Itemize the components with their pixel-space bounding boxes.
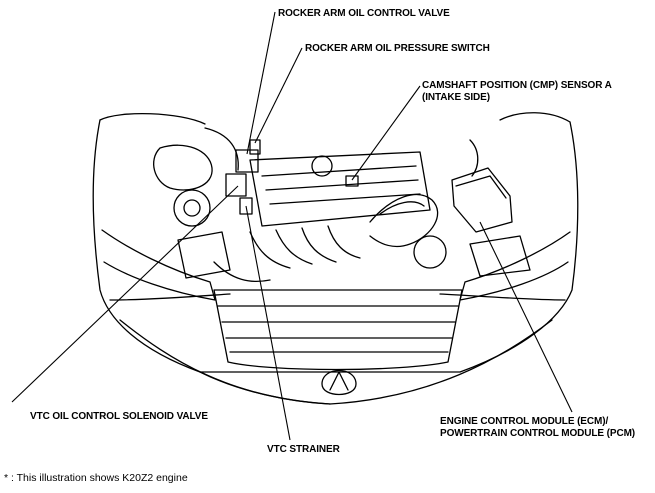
valve-cover — [249, 151, 431, 227]
rocker-arm-oil-control-valve — [235, 149, 259, 173]
callout-rocker-arm-oil-control-valve: ROCKER ARM OIL CONTROL VALVE — [278, 8, 450, 19]
leader-cmp-sensor — [351, 85, 421, 181]
callout-vtc-oil-control-solenoid-valve: VTC OIL CONTROL SOLENOID VALVE — [30, 411, 208, 422]
callout-ecm-line2: POWERTRAIN CONTROL MODULE (PCM) — [440, 428, 636, 439]
leader-rocker-arm-oil-control-valve — [246, 11, 276, 155]
car-body-outline — [92, 119, 579, 373]
intake-hose — [369, 193, 439, 248]
rocker-arm-oil-pressure-switch — [249, 139, 261, 155]
callout-ecm-line1: ENGINE CONTROL MODULE (ECM)/ — [440, 416, 609, 427]
callout-vtc-strainer: VTC STRAINER — [267, 444, 340, 455]
emblem-icon — [321, 370, 357, 396]
ecm-box — [451, 167, 513, 233]
leader-ecm — [479, 221, 573, 413]
callout-rocker-arm-oil-pressure-switch: ROCKER ARM OIL PRESSURE SWITCH — [305, 43, 490, 54]
vtc-strainer — [239, 197, 253, 215]
vtc-oil-control-solenoid — [225, 173, 247, 197]
callout-cmp-sensor-line2: (INTAKE SIDE) — [422, 92, 490, 103]
callout-cmp-sensor-line1: CAMSHAFT POSITION (CMP) SENSOR A — [422, 80, 612, 91]
grille-outline — [213, 289, 463, 371]
leader-rocker-arm-oil-pressure-switch — [254, 47, 303, 144]
cmp-sensor — [345, 175, 359, 187]
leader-vtc-solenoid — [11, 185, 239, 403]
leader-vtc-strainer — [245, 205, 291, 441]
footnote: * : This illustration shows K20Z2 engine — [4, 472, 188, 484]
